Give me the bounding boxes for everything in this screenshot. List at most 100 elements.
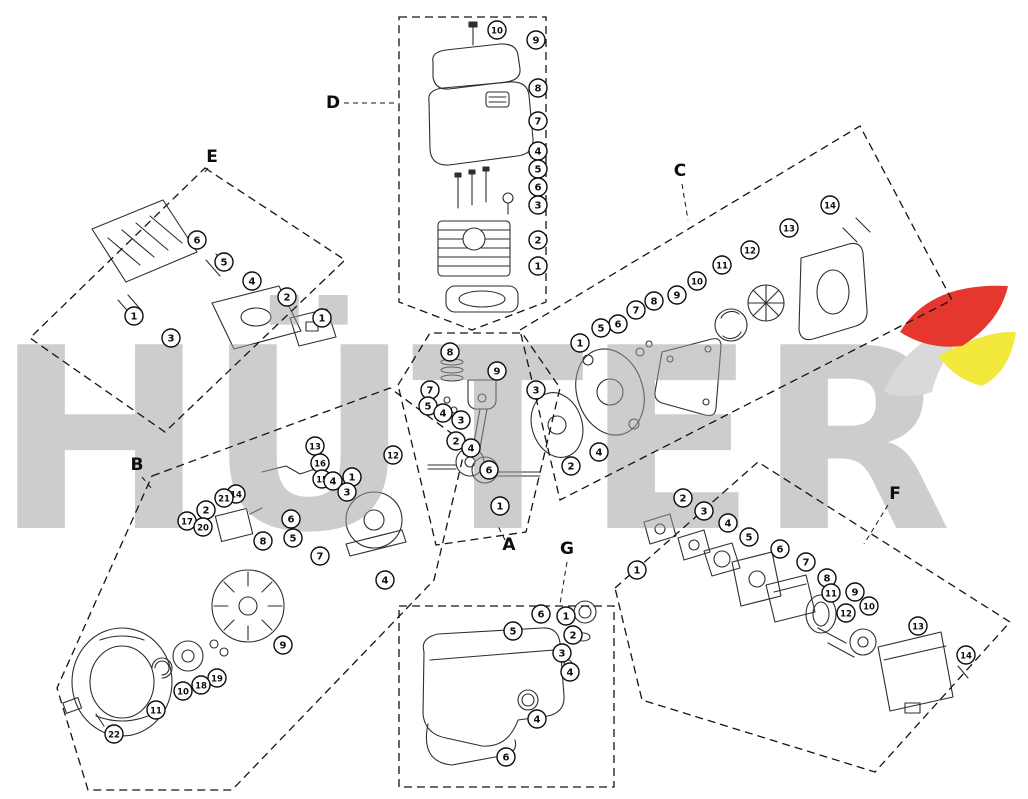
svg-text:4: 4 xyxy=(440,409,447,420)
svg-text:4: 4 xyxy=(725,519,732,530)
part-callout-e-4: 4 xyxy=(242,271,262,291)
part-callout-f-4: 4 xyxy=(718,513,738,533)
part-callout-c-5: 5 xyxy=(591,318,611,338)
flywheel-starter-sketch xyxy=(62,465,407,739)
svg-text:9: 9 xyxy=(852,588,859,599)
section-f-outline xyxy=(614,461,1011,773)
svg-text:3: 3 xyxy=(559,649,566,660)
svg-text:8: 8 xyxy=(651,297,658,308)
part-callout-f-14: 14 xyxy=(956,645,976,665)
svg-text:8: 8 xyxy=(447,348,454,359)
part-callout-d-8: 8 xyxy=(528,78,548,98)
part-callout-b-4: 4 xyxy=(323,471,343,491)
part-callout-g-2: 2 xyxy=(563,625,583,645)
part-callout-c-8: 8 xyxy=(644,291,664,311)
part-callout-b-17: 17 xyxy=(177,511,197,531)
part-callout-g-5: 5 xyxy=(503,621,523,641)
part-callout-a-9: 9 xyxy=(487,361,507,381)
part-callout-c-12: 12 xyxy=(740,240,760,260)
part-callout-e-1: 1 xyxy=(124,306,144,326)
svg-text:10: 10 xyxy=(691,278,703,288)
svg-text:14: 14 xyxy=(960,652,972,662)
part-callout-a-3: 3 xyxy=(451,410,471,430)
svg-text:3: 3 xyxy=(533,386,540,397)
svg-text:9: 9 xyxy=(280,641,287,652)
svg-text:10: 10 xyxy=(177,688,189,698)
part-callout-b-12: 12 xyxy=(383,445,403,465)
svg-text:2: 2 xyxy=(570,631,577,642)
svg-text:4: 4 xyxy=(596,448,603,459)
part-callout-d-5: 5 xyxy=(528,159,548,179)
section-e-leader-line xyxy=(203,167,209,174)
svg-text:5: 5 xyxy=(221,258,228,269)
part-callout-f-1: 1 xyxy=(627,560,647,580)
part-callout-a-4: 4 xyxy=(433,403,453,423)
part-callout-f-11: 11 xyxy=(821,583,841,603)
svg-text:19: 19 xyxy=(211,675,223,685)
svg-text:3: 3 xyxy=(168,334,175,345)
svg-text:5: 5 xyxy=(425,402,432,413)
part-callout-g-4: 4 xyxy=(560,662,580,682)
section-e-label: E xyxy=(206,147,218,167)
svg-text:6: 6 xyxy=(538,610,545,621)
svg-text:13: 13 xyxy=(309,443,321,453)
svg-text:1: 1 xyxy=(497,502,504,513)
svg-text:18: 18 xyxy=(195,682,207,692)
svg-text:2: 2 xyxy=(680,494,687,505)
svg-text:9: 9 xyxy=(494,367,501,378)
part-callout-b-22: 22 xyxy=(104,724,124,744)
svg-text:7: 7 xyxy=(427,386,434,397)
svg-text:1: 1 xyxy=(563,612,570,623)
svg-text:6: 6 xyxy=(194,236,201,247)
part-callout-c-4: 4 xyxy=(589,442,609,462)
section-g-label: G xyxy=(560,539,574,559)
section-a-label: A xyxy=(502,535,516,555)
part-callout-c-13: 13 xyxy=(779,218,799,238)
svg-text:5: 5 xyxy=(746,533,753,544)
svg-text:21: 21 xyxy=(218,495,230,505)
part-callout-g-3: 3 xyxy=(552,643,572,663)
svg-text:20: 20 xyxy=(197,524,209,534)
svg-text:4: 4 xyxy=(468,444,475,455)
svg-text:2: 2 xyxy=(453,437,460,448)
part-callout-d-1: 1 xyxy=(528,256,548,276)
part-callout-b-5: 5 xyxy=(283,528,303,548)
section-a-outline xyxy=(397,332,561,546)
part-callout-b-19: 19 xyxy=(207,668,227,688)
part-callout-d-7: 7 xyxy=(528,111,548,131)
svg-text:6: 6 xyxy=(535,183,542,194)
part-callout-d-10: 10 xyxy=(487,20,507,40)
svg-text:8: 8 xyxy=(260,537,267,548)
part-callout-d-3: 3 xyxy=(528,195,548,215)
part-callout-b-10: 10 xyxy=(173,681,193,701)
svg-text:12: 12 xyxy=(840,610,852,620)
part-callout-b-11: 11 xyxy=(146,700,166,720)
svg-text:5: 5 xyxy=(598,324,605,335)
part-callout-c-11: 11 xyxy=(712,255,732,275)
svg-text:1: 1 xyxy=(131,312,138,323)
section-f-leader-line xyxy=(863,504,889,545)
svg-text:7: 7 xyxy=(633,306,640,317)
part-callout-b-8: 8 xyxy=(253,531,273,551)
part-callout-g-1: 1 xyxy=(556,606,576,626)
part-callout-b-3: 3 xyxy=(337,482,357,502)
svg-text:6: 6 xyxy=(288,515,295,526)
part-callout-f-9: 9 xyxy=(845,582,865,602)
section-c-leader-line xyxy=(681,183,689,221)
svg-text:1: 1 xyxy=(349,473,356,484)
svg-text:22: 22 xyxy=(108,731,120,741)
part-callout-a-6: 6 xyxy=(479,460,499,480)
part-callout-b-20: 20 xyxy=(193,517,213,537)
svg-text:6: 6 xyxy=(486,466,493,477)
part-callout-b-7: 7 xyxy=(310,546,330,566)
part-callout-b-18: 18 xyxy=(191,675,211,695)
svg-text:11: 11 xyxy=(150,707,162,717)
section-b-leader-line xyxy=(141,476,153,490)
part-callout-d-2: 2 xyxy=(528,230,548,250)
